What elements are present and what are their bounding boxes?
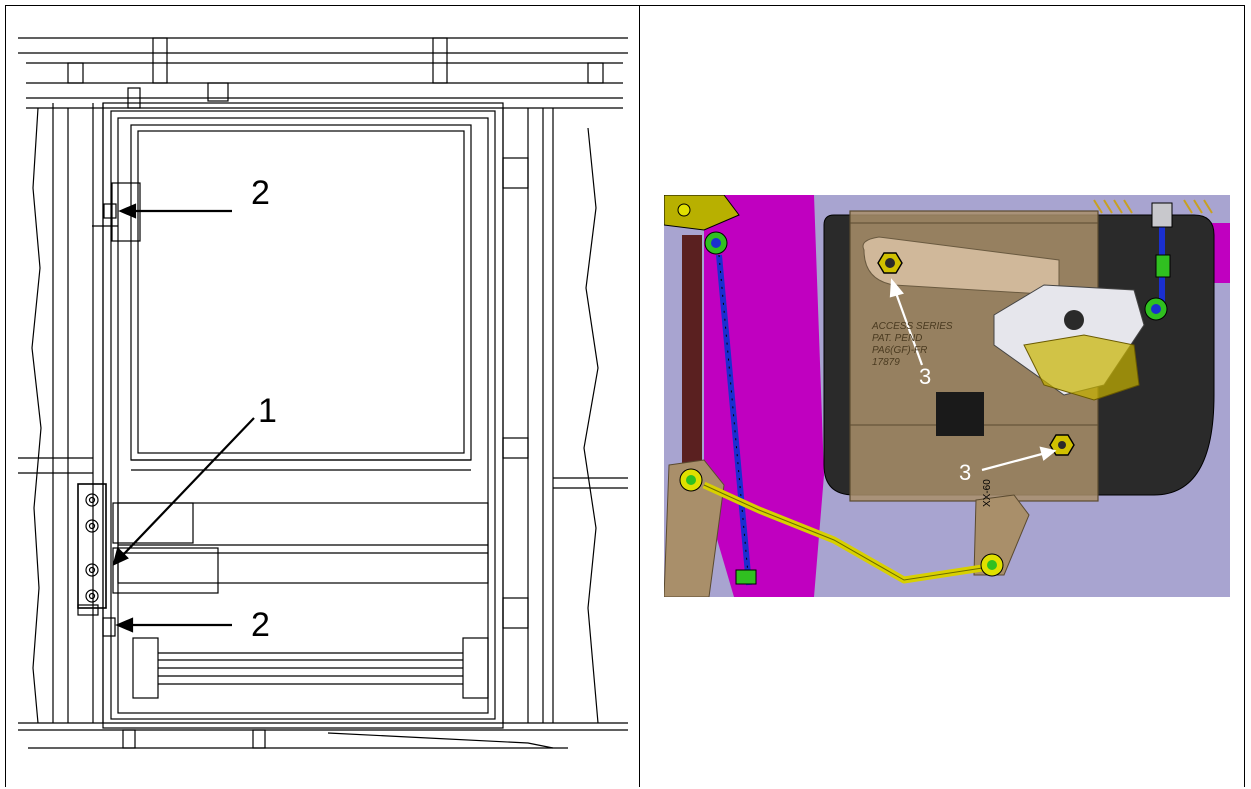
- molded-text: ACCESS SERIES PAT. PEND PA6(GF)-FR 17879: [872, 321, 953, 369]
- column-divider: [639, 5, 640, 787]
- table-frame: [5, 5, 1245, 787]
- callout-bottom-latch: 2: [251, 606, 270, 644]
- molded-text-line-2: PAT. PEND: [872, 333, 923, 344]
- callout-top-latch: 2: [251, 174, 270, 212]
- callout-upper-nut: 3: [919, 364, 932, 389]
- molded-text-line-1: ACCESS SERIES: [872, 321, 953, 332]
- mechanism-illustration: [663, 194, 1230, 598]
- door-frame-drawing: 2 1 2: [8, 8, 636, 784]
- callout-bracket: 1: [258, 392, 277, 430]
- lever-marks: XX-60: [982, 479, 993, 507]
- molded-text-line-3: PA6(GF)-FR: [872, 345, 928, 356]
- door-frame-line-art: [18, 37, 628, 749]
- molded-text-line-4: 17879: [872, 357, 900, 368]
- callout-lower-nut: 3: [959, 460, 972, 485]
- latch-mechanism-render: 3 3 ACCESS SERIES PAT. PEND PA6(GF)-FR 1…: [663, 194, 1230, 598]
